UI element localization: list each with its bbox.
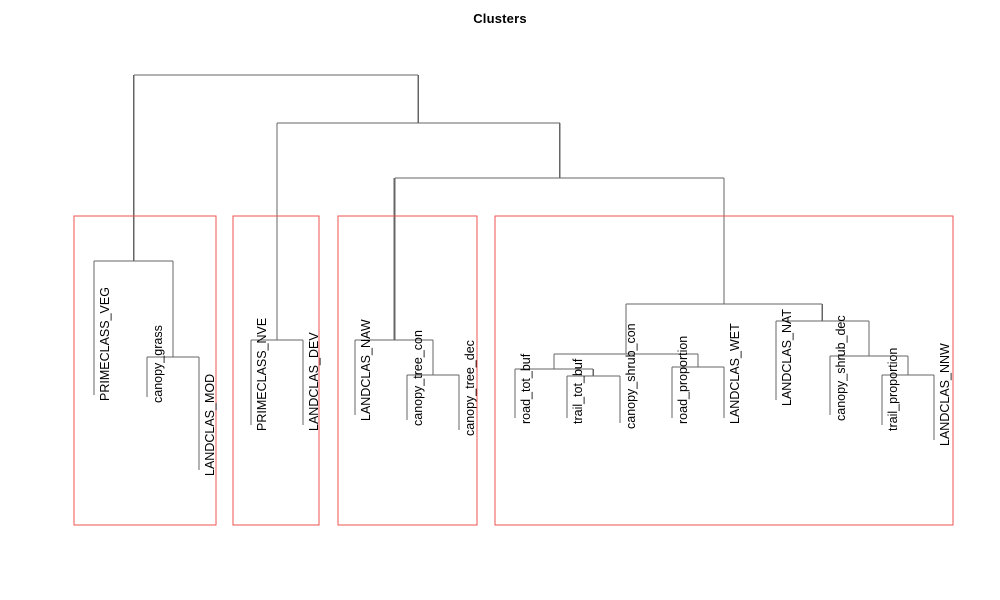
leaf-label: trail_proportion xyxy=(885,347,900,431)
leaf-label: trail_tot_buf xyxy=(570,358,585,424)
leaf-label: canopy_shrub_con xyxy=(623,323,638,429)
leaf-label: road_proportion xyxy=(675,335,690,424)
leaf-label: PRIMECLASS_VEG xyxy=(97,287,112,401)
cluster-boxes xyxy=(73,215,954,526)
leaf-label: canopy_shrub_dec xyxy=(833,315,848,421)
cluster-box-2[interactable] xyxy=(232,215,320,526)
leaf-label: LANDCLAS_NNW xyxy=(937,343,952,446)
leaf-label: road_tot_buf xyxy=(518,353,533,424)
dendrogram-branches xyxy=(93,74,935,470)
leaf-label: LANDCLAS_WET xyxy=(727,323,742,424)
cluster-box-1[interactable] xyxy=(73,215,217,526)
cluster-box-4[interactable] xyxy=(494,215,954,526)
leaf-label: canopy_grass xyxy=(150,325,165,403)
leaf-label: canopy_tree_con xyxy=(410,330,425,426)
cluster-box-3[interactable] xyxy=(337,215,478,526)
leaf-label: LANDCLAS_DEV xyxy=(306,332,321,431)
leaf-label: LANDCLAS_NAT xyxy=(779,308,794,406)
page-title: Clusters xyxy=(473,11,527,26)
leaf-label: LANDCLAS_MOD xyxy=(202,373,217,476)
leaf-label: PRIMECLASS_NVE xyxy=(254,317,269,431)
leaf-label: canopy_tree_dec xyxy=(462,340,477,436)
leaf-label: LANDCLAS_NAW xyxy=(358,319,373,421)
